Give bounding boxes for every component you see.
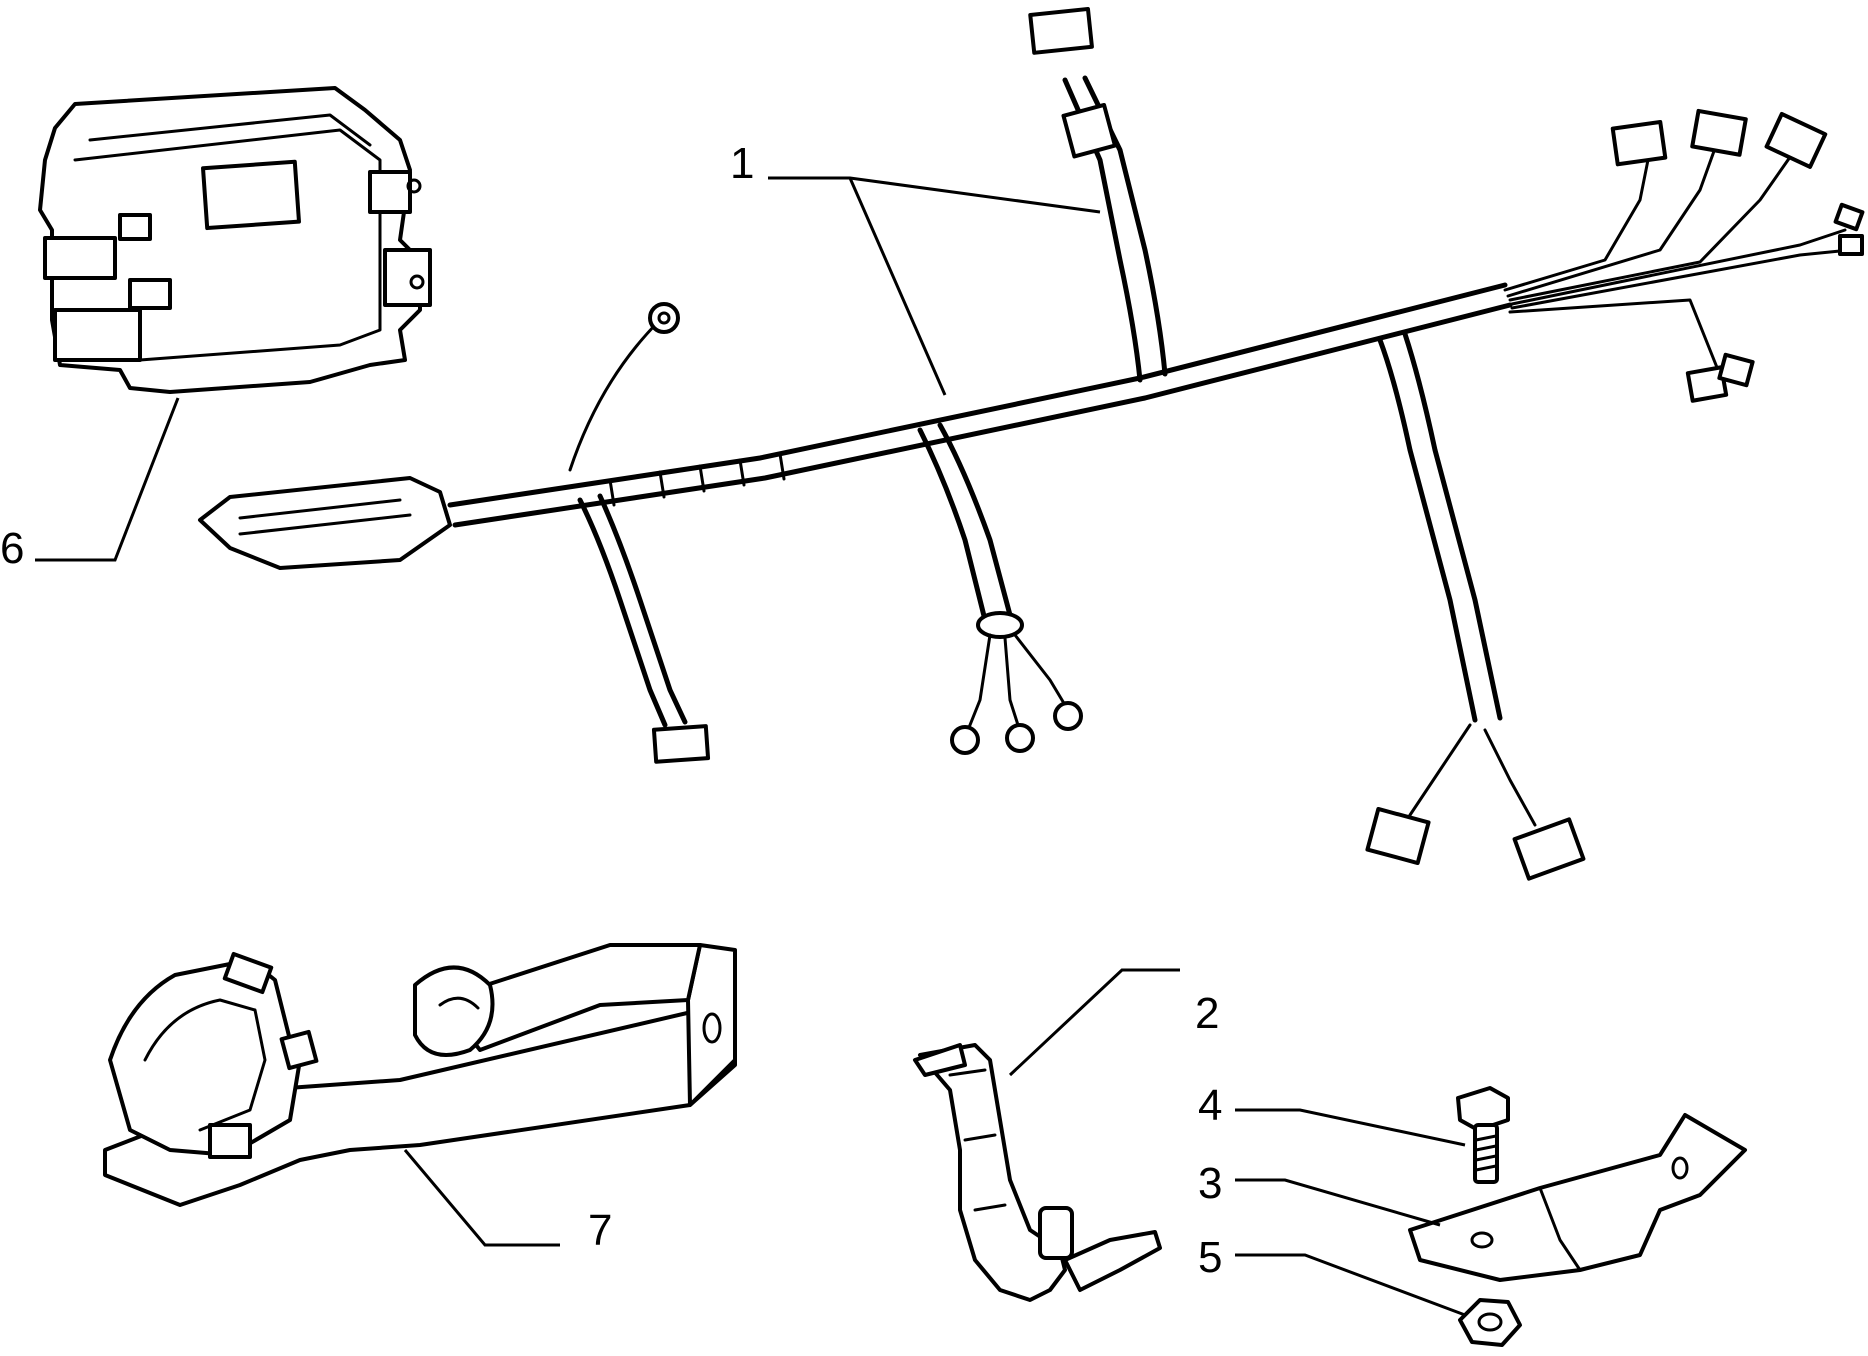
callout-4: 4 <box>1198 1081 1222 1130</box>
callout-7: 7 <box>588 1206 612 1255</box>
plate-bracket-part-3 <box>1408 1113 1747 1282</box>
bracket-part-7 <box>103 943 737 1207</box>
clamp-part-2 <box>913 1043 1162 1302</box>
callouts: 1 2 3 4 5 6 7 <box>0 139 1222 1282</box>
callout-3: 3 <box>1198 1159 1222 1208</box>
wiring-harness-part-1 <box>198 6 1865 881</box>
control-unit-part-6 <box>38 86 432 394</box>
callout-6: 6 <box>0 524 24 573</box>
callout-1: 1 <box>730 139 754 188</box>
callout-5: 5 <box>1198 1233 1222 1282</box>
nut-part-5 <box>1458 1298 1522 1347</box>
callout-2: 2 <box>1195 989 1219 1038</box>
leader-lines <box>35 176 1466 1317</box>
bolt-part-4 <box>1456 1086 1510 1184</box>
